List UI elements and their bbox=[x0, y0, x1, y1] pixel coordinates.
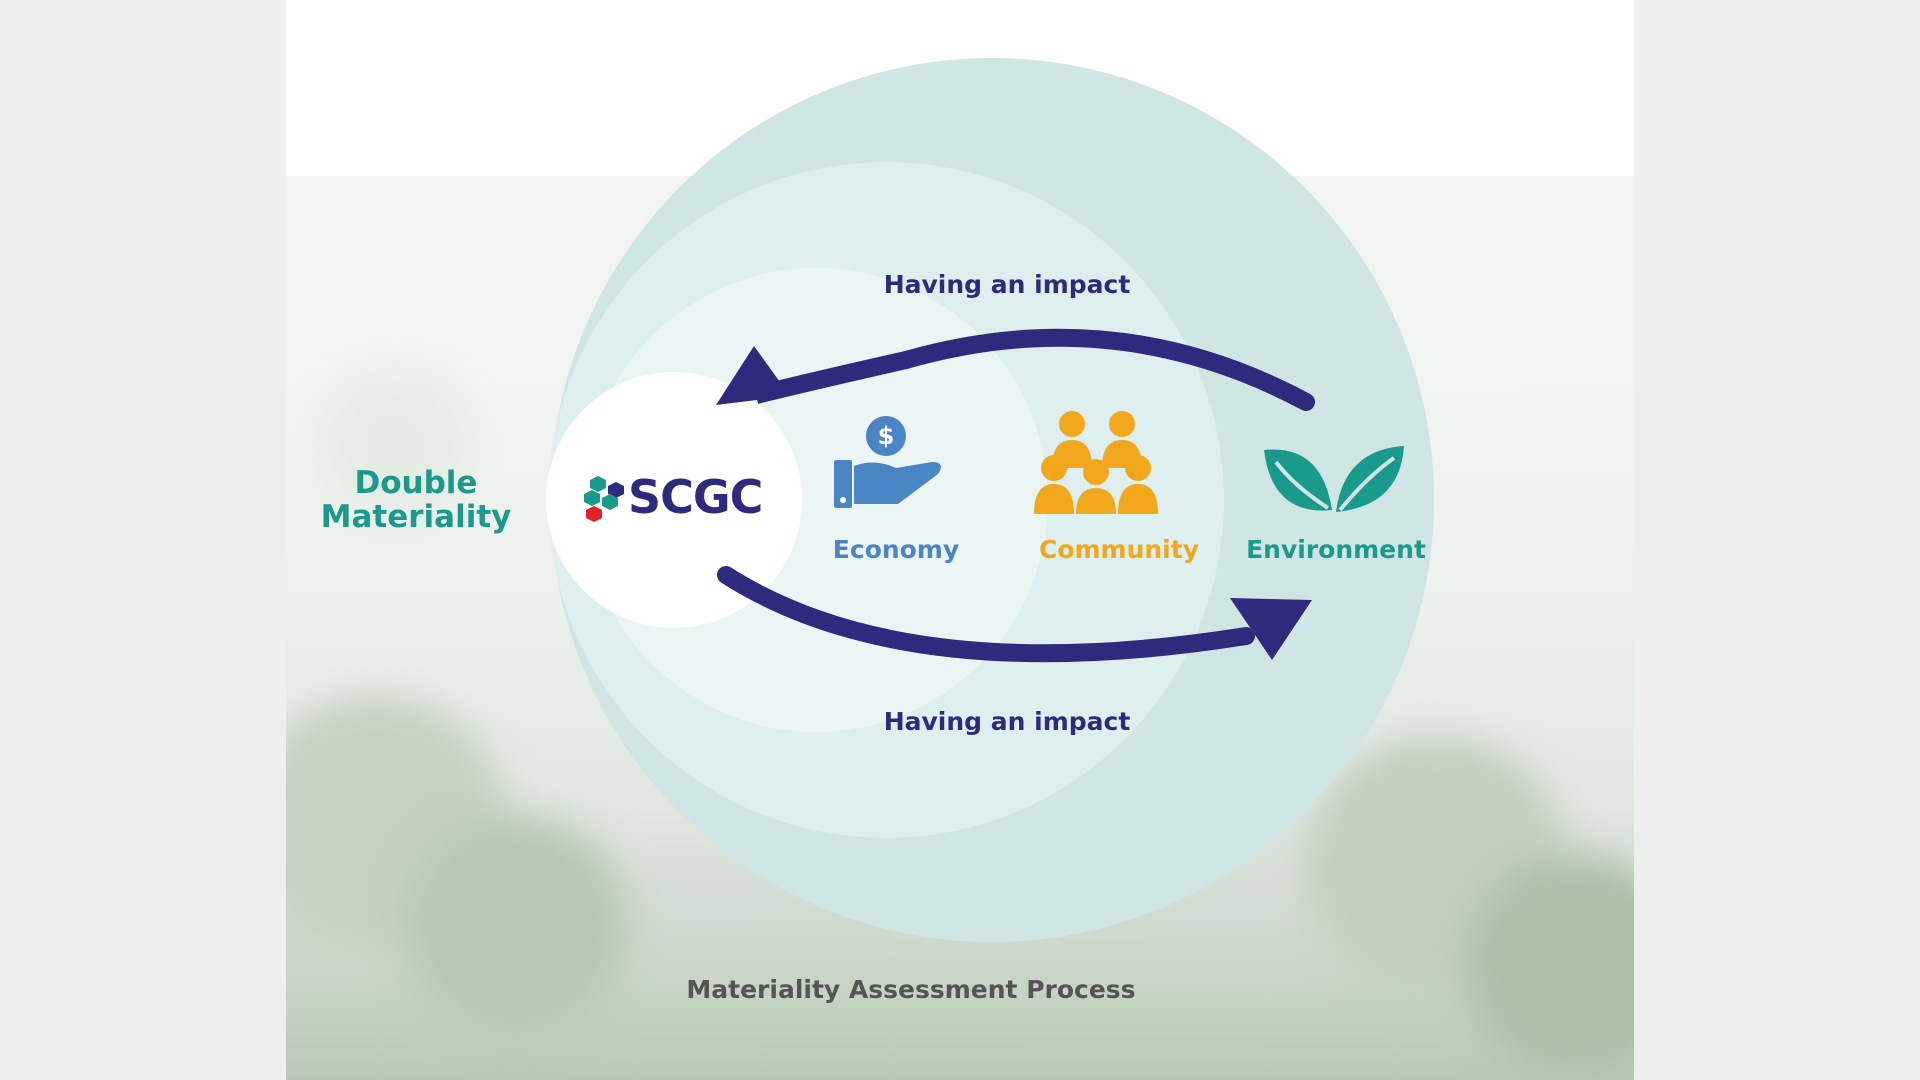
hand-dollar-icon: $ bbox=[834, 416, 941, 508]
double-materiality-diagram: $ bbox=[546, 58, 1434, 942]
community-label: Community bbox=[1038, 535, 1200, 564]
side-label-line-2: Materiality bbox=[320, 499, 512, 535]
bottom-arrow-head bbox=[1230, 598, 1312, 660]
diagram-caption: Materiality Assessment Process bbox=[686, 975, 1136, 1004]
bottom-impact-arrow bbox=[717, 566, 1255, 663]
top-impact-arrow bbox=[897, 328, 1315, 411]
environment-label: Environment bbox=[1246, 535, 1426, 564]
logo-wordmark: SCGC bbox=[628, 470, 763, 524]
svg-text:$: $ bbox=[878, 422, 895, 450]
diagram-panel: $ Double Materiality bbox=[286, 0, 1634, 1080]
side-label-line-1: Double bbox=[354, 465, 478, 501]
leaves-icon bbox=[1264, 446, 1404, 512]
economy-label: Economy bbox=[832, 535, 960, 564]
double-materiality-label: Double Materiality bbox=[316, 466, 516, 534]
logo-mark-icon bbox=[584, 476, 624, 522]
people-group-icon bbox=[1034, 411, 1158, 514]
bottom-arrow-label: Having an impact bbox=[883, 707, 1131, 736]
company-logo: SCGC bbox=[580, 470, 776, 528]
top-arrow-label: Having an impact bbox=[883, 270, 1131, 299]
core-circle-company bbox=[546, 372, 802, 628]
